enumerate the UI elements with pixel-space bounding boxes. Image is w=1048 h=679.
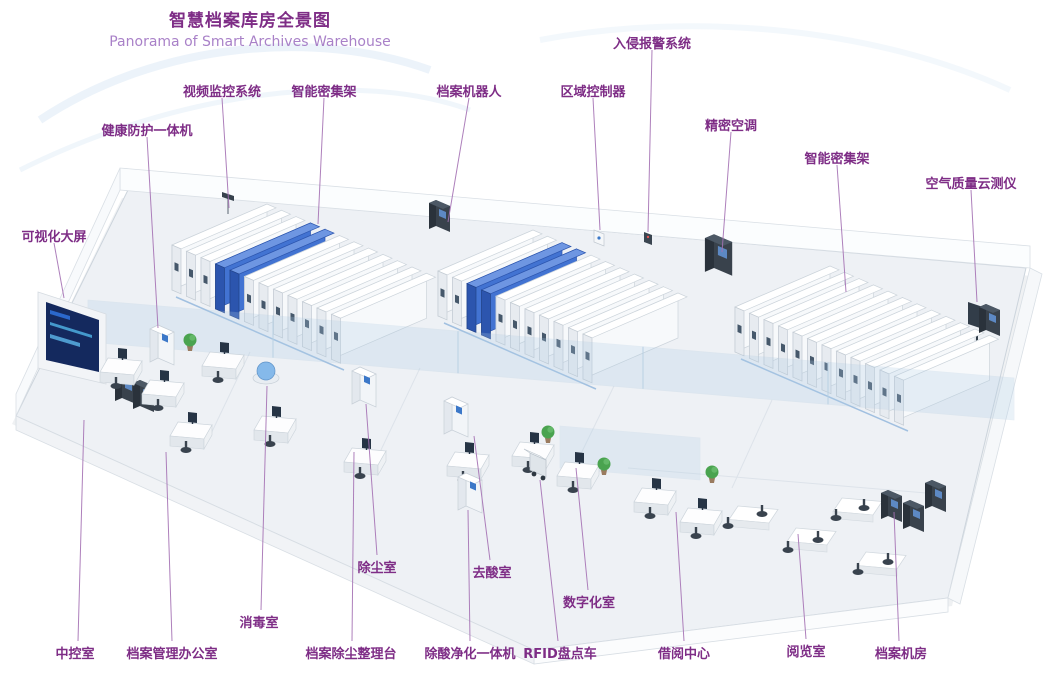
zone-controller-device bbox=[593, 229, 605, 247]
server-rack bbox=[979, 304, 1000, 336]
disinfection-machine bbox=[252, 361, 280, 385]
label-digitization-room: 数字化室 bbox=[562, 596, 616, 611]
health-protection-device bbox=[149, 324, 175, 366]
label-archives-server-room: 档案机房 bbox=[874, 647, 928, 662]
front-wall-left bbox=[15, 415, 535, 665]
rfid-cart-device bbox=[523, 448, 547, 481]
decorative-swirls bbox=[18, 23, 1012, 173]
label-deacid-purifier: 除酸净化一体机 bbox=[424, 647, 516, 662]
label-intrusion-alarm: 入侵报警系统 bbox=[612, 37, 692, 52]
label-dust-removal-room: 除尘室 bbox=[357, 561, 397, 576]
server-rack bbox=[903, 500, 924, 532]
server-rack bbox=[881, 490, 902, 522]
label-dust-sorting-table: 档案除尘整理台 bbox=[305, 647, 397, 662]
page-title: 智慧档案库房全景图 bbox=[168, 11, 331, 31]
leader-lines bbox=[53, 49, 978, 642]
shelving-cluster-2 bbox=[437, 229, 688, 390]
label-smart-shelving-left: 智能密集架 bbox=[291, 85, 357, 100]
label-zone-controller: 区域控制器 bbox=[560, 85, 626, 100]
label-disinfection-room: 消毒室 bbox=[239, 616, 279, 631]
shelving-rail bbox=[175, 296, 345, 371]
label-precision-ac: 精密空调 bbox=[704, 119, 758, 134]
deacidification-machine bbox=[443, 396, 469, 438]
label-archives-office: 档案管理办公室 bbox=[126, 647, 218, 662]
label-health-protection: 健康防护一体机 bbox=[101, 124, 193, 139]
deacid-purifier-machine bbox=[457, 472, 483, 514]
label-deacidification-room: 去酸室 bbox=[472, 566, 512, 581]
header: 智慧档案库房全景图 Panorama of Smart Archives War… bbox=[109, 6, 391, 50]
label-central-control-room: 中控室 bbox=[55, 647, 95, 662]
label-video-surveillance: 视频监控系统 bbox=[182, 85, 262, 100]
precision-ac-unit bbox=[704, 234, 733, 276]
intrusion-alarm-device bbox=[644, 232, 652, 245]
label-visual-big-screen: 可视化大屏 bbox=[21, 230, 87, 245]
page-subtitle: Panorama of Smart Archives Warehouse bbox=[109, 34, 391, 50]
right-wall bbox=[947, 267, 1043, 605]
label-air-quality-monitor: 空气质量云测仪 bbox=[925, 177, 1017, 192]
shelving-cluster-1 bbox=[171, 203, 436, 371]
shelving-cluster-3 bbox=[734, 265, 999, 432]
label-borrowing-center: 借阅中心 bbox=[657, 647, 711, 662]
floor-room-lines bbox=[207, 351, 939, 495]
label-reading-room: 阅览室 bbox=[786, 645, 826, 660]
label-archive-robot: 档案机器人 bbox=[436, 85, 502, 100]
label-smart-shelving-right: 智能密集架 bbox=[804, 152, 870, 167]
shelving-rail bbox=[443, 322, 597, 390]
server-rack bbox=[925, 480, 946, 512]
archive-robot-device bbox=[429, 200, 450, 232]
big-screen bbox=[37, 291, 107, 385]
dust-removal-machine bbox=[351, 366, 377, 408]
shelving-rail bbox=[740, 358, 909, 432]
label-rfid-cart: RFID盘点车 bbox=[523, 647, 597, 662]
